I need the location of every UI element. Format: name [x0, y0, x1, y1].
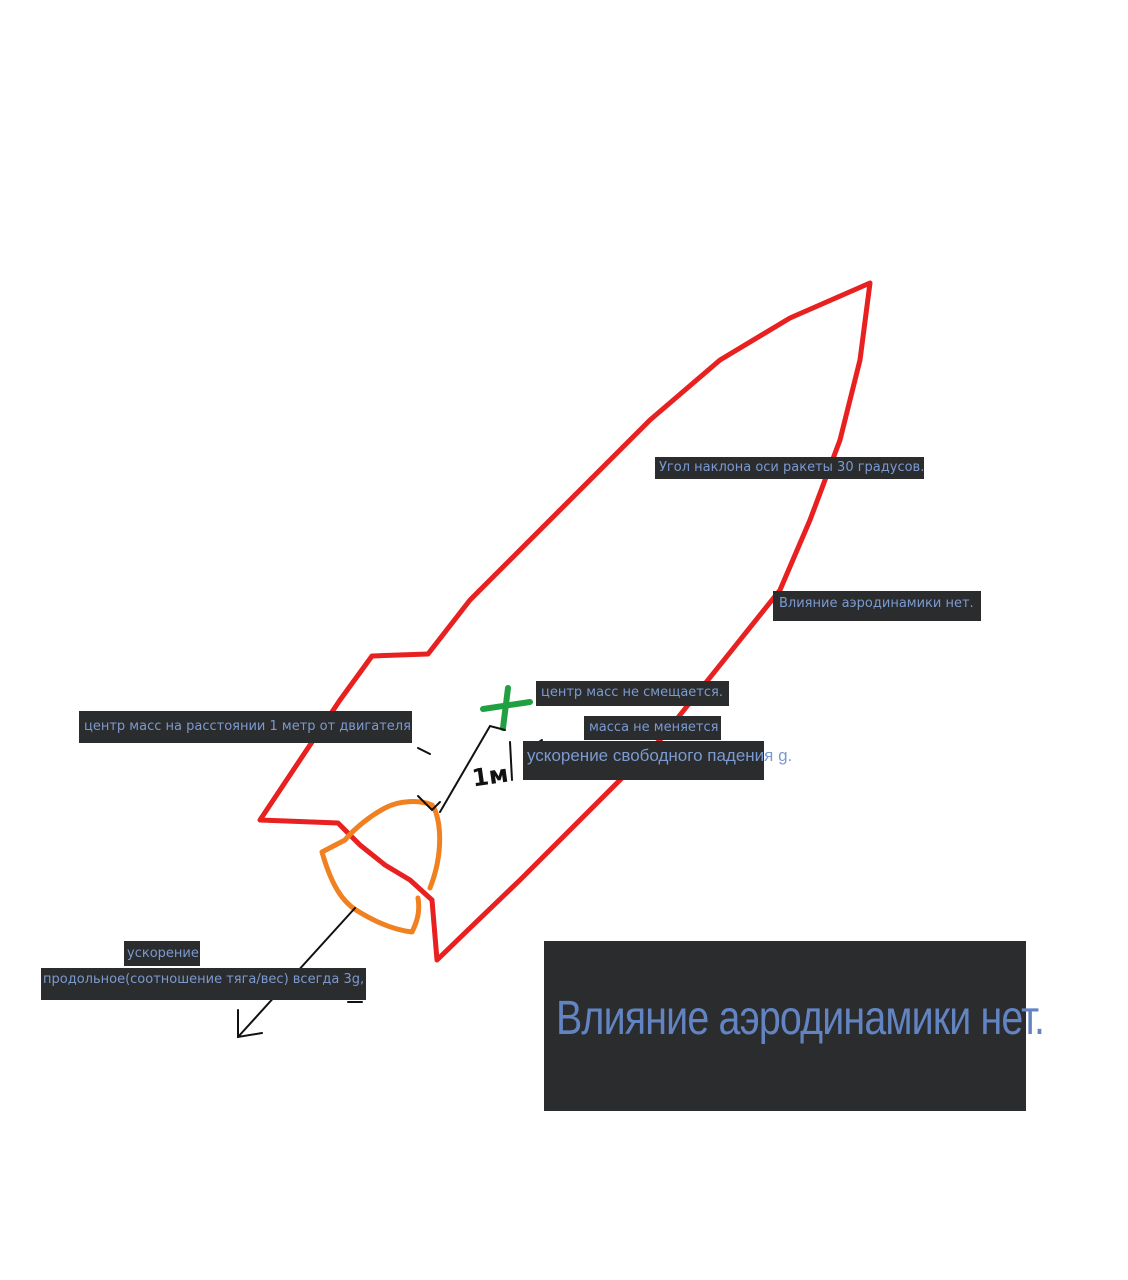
center-of-mass-distance-note: центр масс на расстоянии 1 метр от двига…	[79, 711, 412, 743]
engine-nozzle	[319, 799, 443, 935]
gravity-note: ускорение свободного падения g.	[523, 741, 792, 780]
mass-constant-note: масса не меняется	[584, 716, 721, 740]
angle-note: Угол наклона оси ракеты 30 градусов.	[655, 457, 924, 479]
acceleration-note-line2: продольное(соотношение тяга/вес) всегда …	[41, 968, 366, 1000]
aerodynamics-note-small: Влияние аэродинамики нет.	[773, 591, 981, 621]
aerodynamics-note-large-text: Влияние аэродинамики нет.	[556, 992, 1045, 1045]
center-of-mass-marker	[480, 685, 533, 731]
acceleration-note-line1: ускорение	[124, 941, 200, 966]
aerodynamics-note-large: Влияние аэродинамики нет.	[544, 941, 1045, 1111]
center-of-mass-fixed-note: центр масс не смещается.	[536, 681, 729, 706]
distance-mark-label: 1м	[470, 759, 511, 793]
rocket-body-outline	[257, 280, 873, 963]
